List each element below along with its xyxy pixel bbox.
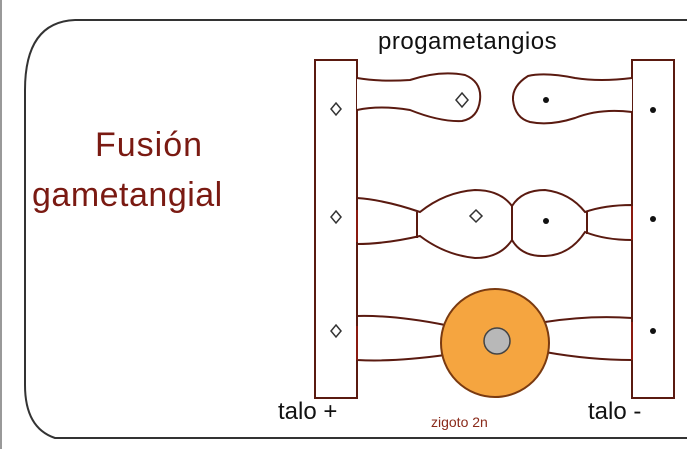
suspensors-row3 [356, 314, 633, 362]
gamete-nucleus-left-row2 [468, 208, 484, 224]
zygote-label: zigoto 2n [431, 414, 488, 430]
gamete-nucleus-left-row1 [455, 91, 469, 109]
thallus-minus-nuclei [650, 107, 656, 334]
thallus-plus-nuclei [330, 101, 342, 339]
progametangia-label: progametangios [378, 28, 558, 55]
title-line-1: Fusión [95, 126, 204, 164]
rounded-frame [24, 19, 687, 439]
title-line-2: gametangial [32, 176, 223, 214]
progametangium-right-row1 [511, 73, 633, 125]
thallus-minus-label: talo - [588, 398, 642, 425]
gamete-nucleus-right-row2 [543, 218, 549, 224]
gametangia-contact-row2 [356, 188, 633, 260]
gamete-nucleus-right-row1 [543, 97, 549, 103]
thallus-plus [314, 59, 358, 399]
thallus-plus-label: talo + [278, 398, 338, 425]
zygote-nucleus [483, 327, 511, 355]
progametangium-left-row1 [356, 72, 482, 123]
thallus-minus [631, 59, 675, 399]
